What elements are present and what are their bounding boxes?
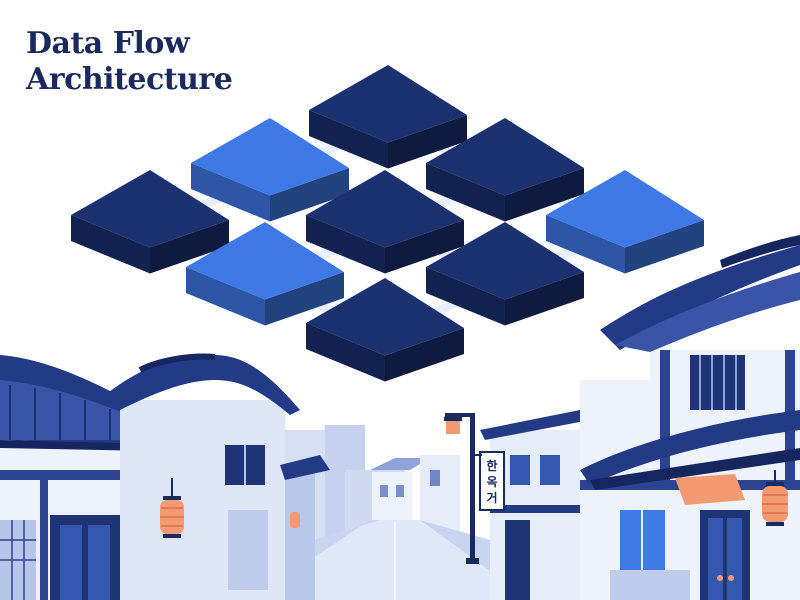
data-block <box>426 118 584 222</box>
left-buildings <box>0 353 330 600</box>
lantern-icon <box>160 478 184 538</box>
street-lamp-icon <box>444 413 479 564</box>
data-block <box>186 222 344 326</box>
page-title: Data Flow Architecture <box>26 26 233 98</box>
sign-char: 거 <box>486 490 497 505</box>
data-block <box>546 170 704 274</box>
lantern-icon <box>290 512 300 528</box>
sign-char: 옥 <box>486 474 497 489</box>
data-block <box>191 118 349 222</box>
right-buildings <box>480 235 800 600</box>
data-block <box>71 170 229 274</box>
title-line-2: Architecture <box>26 62 233 97</box>
data-block <box>309 65 467 169</box>
data-block <box>426 222 584 326</box>
block-grid <box>71 65 704 382</box>
title-line-1: Data Flow <box>26 26 190 61</box>
hanging-sign-icon: 한 옥 거 <box>475 451 505 511</box>
lantern-icon <box>762 470 788 526</box>
sign-char: 한 <box>486 458 497 473</box>
data-block <box>306 278 464 382</box>
data-block <box>306 170 464 274</box>
